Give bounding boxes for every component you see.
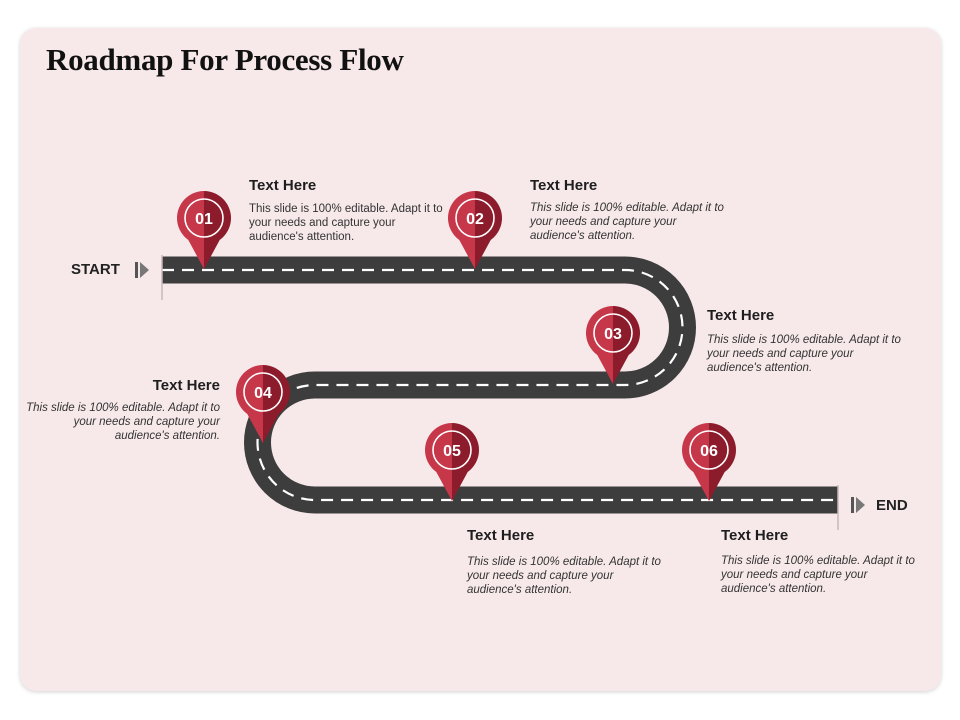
pin-ring — [689, 430, 729, 470]
step-3-number: 03 — [604, 326, 622, 343]
map-pin-icon — [177, 191, 231, 269]
pin-ring — [184, 198, 224, 238]
step-2-pin: 02 — [447, 191, 502, 269]
step-5-pin: 05 — [425, 422, 480, 501]
end-label: END — [876, 497, 908, 514]
step-2-title: Text Here — [530, 177, 598, 194]
pin-ring — [243, 372, 283, 412]
map-pin-icon — [236, 365, 290, 443]
step-1-number: 01 — [195, 211, 213, 228]
step-4-number: 04 — [254, 385, 272, 402]
map-pin-icon — [425, 422, 480, 501]
step-6-pin: 06 — [682, 422, 736, 501]
slide-background — [20, 28, 941, 691]
pin-ring — [455, 198, 495, 238]
step-3-description: This slide is 100% editable. Adapt it to… — [707, 334, 901, 374]
step-1-title: Text Here — [249, 177, 317, 194]
step-1-pin: 01 — [177, 191, 231, 269]
step-4-title: Text Here — [152, 377, 220, 394]
pin-ring — [432, 430, 472, 470]
step-6-number: 06 — [700, 443, 718, 460]
start-arrow-icon — [135, 262, 149, 278]
step-6-title: Text Here — [721, 527, 789, 544]
pins-layer: 01 02 03 04 05 06 — [177, 191, 736, 501]
map-pin-icon — [682, 422, 736, 501]
step-3-pin: 03 — [586, 305, 640, 384]
step-5-title: Text Here — [467, 527, 535, 544]
step-5-description: This slide is 100% editable. Adapt it to… — [467, 556, 661, 596]
pin-ring — [593, 313, 633, 353]
end-arrow-icon — [851, 497, 865, 513]
step-2-description: This slide is 100% editable. Adapt it to… — [530, 202, 724, 242]
road-path — [162, 256, 838, 514]
page-title: Roadmap For Process Flow — [46, 42, 404, 77]
start-label: START — [71, 261, 120, 278]
step-4-description: This slide is 100% editable. Adapt it to… — [26, 402, 220, 442]
step-1-description: This slide is 100% editable. Adapt it to… — [249, 203, 443, 243]
step-5-number: 05 — [443, 443, 461, 460]
step-3-title: Text Here — [707, 307, 775, 324]
map-pin-icon — [447, 191, 502, 269]
step-6-description: This slide is 100% editable. Adapt it to… — [721, 555, 915, 595]
step-2-number: 02 — [466, 211, 484, 228]
step-4-pin: 04 — [236, 365, 290, 443]
map-pin-icon — [586, 305, 640, 384]
